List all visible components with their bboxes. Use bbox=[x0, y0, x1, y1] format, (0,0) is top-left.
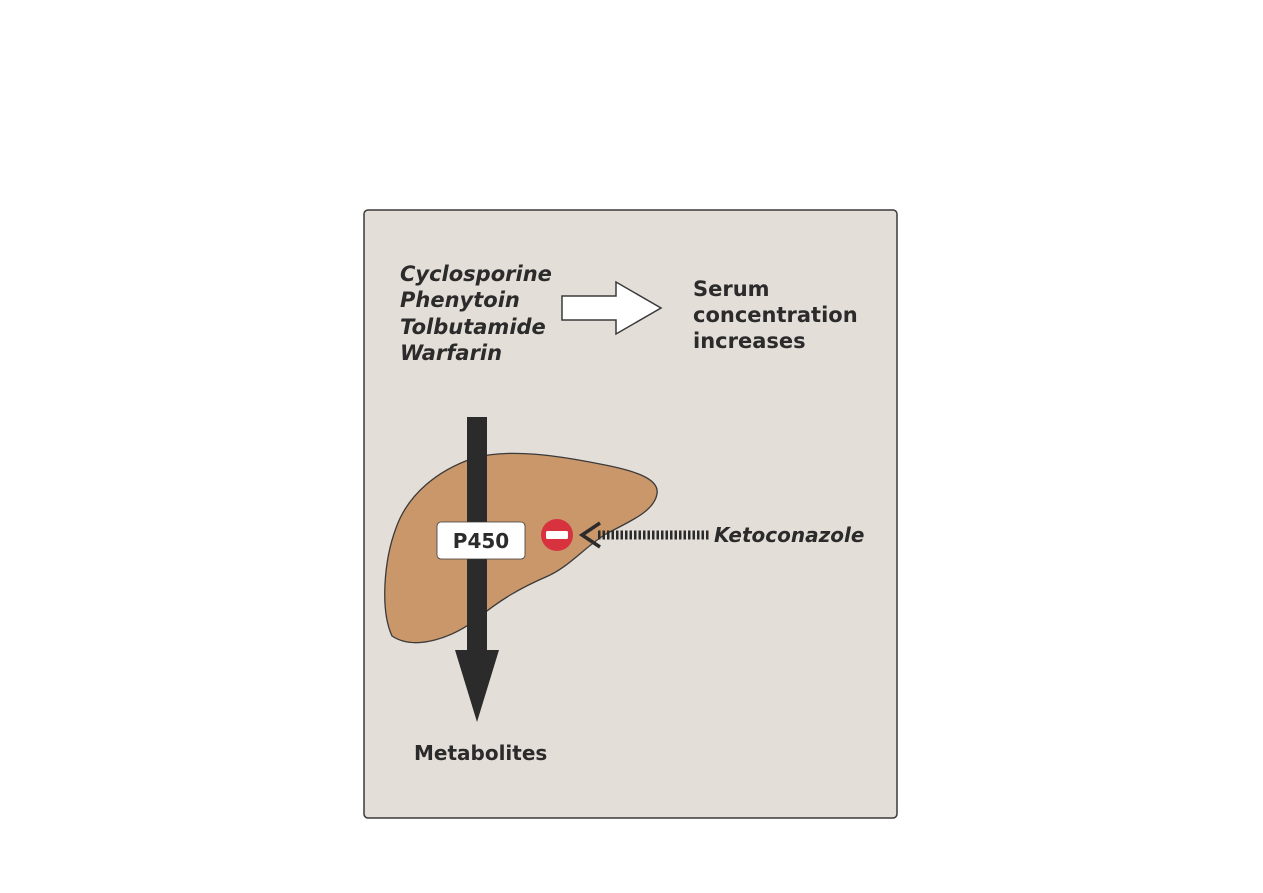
minus-circle-icon bbox=[541, 519, 573, 551]
inhibition-arrow bbox=[578, 521, 710, 549]
hollow-right-arrow-icon bbox=[561, 280, 663, 336]
metabolites-label: Metabolites bbox=[414, 741, 547, 765]
serum-effect-label: Serum concentration increases bbox=[693, 277, 858, 353]
drug-name: Warfarin bbox=[400, 341, 502, 365]
effect-line: increases bbox=[693, 329, 806, 353]
ketoconazole-label: Ketoconazole bbox=[714, 523, 864, 547]
p450-label: P450 bbox=[453, 529, 509, 553]
p450-box bbox=[436, 521, 526, 560]
drug-name: Phenytoin bbox=[400, 288, 520, 312]
p450-enzyme: P450 bbox=[436, 521, 526, 560]
inhibition-arrow-head bbox=[578, 521, 601, 549]
drug-list: Cyclosporine Phenytoin Tolbutamide Warfa… bbox=[400, 262, 552, 365]
effect-line: Serum bbox=[693, 277, 770, 301]
drug-name: Tolbutamide bbox=[400, 315, 546, 339]
effect-line: concentration bbox=[693, 303, 858, 327]
drug-name: Cyclosporine bbox=[400, 262, 552, 286]
metabolism-arrow-head bbox=[455, 650, 499, 722]
